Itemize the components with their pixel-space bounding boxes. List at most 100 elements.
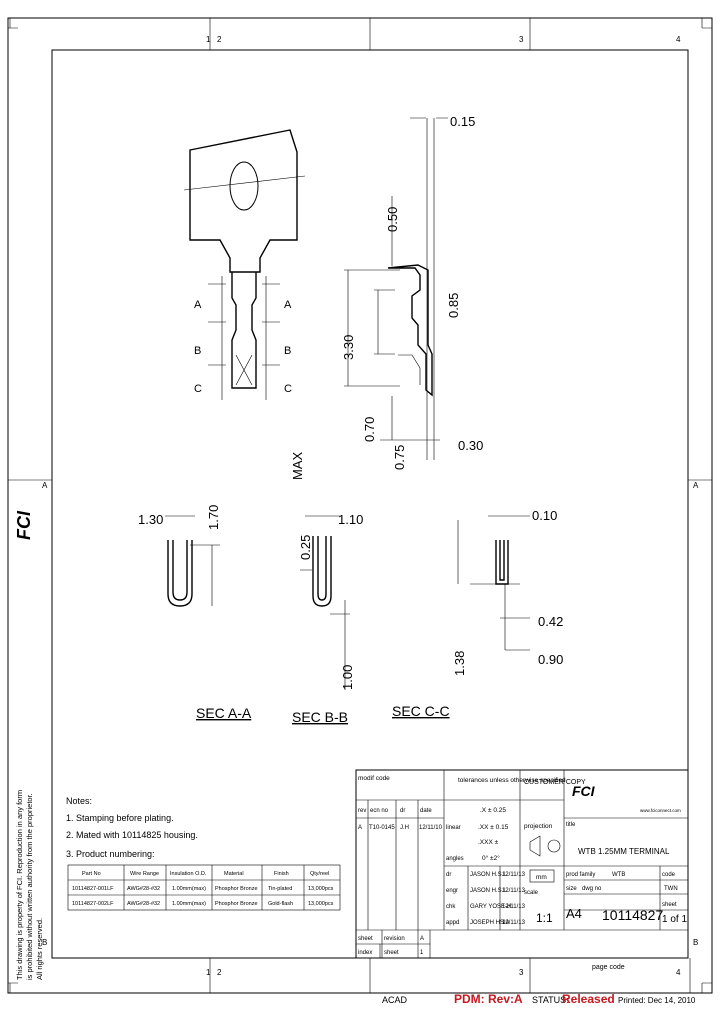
prod-family-label: prod family [566,872,595,878]
r1-material: Phosphor Bronze [215,886,258,892]
sec-b-width: 1.10 [338,512,363,527]
fci-side-logo-text: FCI [14,510,34,540]
profile-dim-lines [344,269,400,387]
sheet-label: sheet [662,902,677,908]
dim-075: 0.75 [392,445,407,470]
fci-side-logo: FCI [14,510,34,540]
sign-appd-name: JOSEPH HSIA [470,920,510,926]
size-value: A4 [566,906,582,921]
rev-head-date: date [420,808,432,814]
zone-a-left: A [42,481,48,490]
section-label-c-left: C [194,383,202,395]
sec-a-dims [165,515,220,606]
dim-015: 0.15 [450,114,475,129]
dim-330: 3.30 [341,335,356,360]
bottom-sheet-label: sheet [358,936,373,942]
note-1: 1. Stamping before plating. [66,813,174,823]
tol-row-3: .XXX ± [478,839,499,846]
terminal-centerline [183,175,306,191]
profile-ext-dim [380,196,440,441]
th-material: Material [224,871,244,877]
terminal-contact [235,354,253,386]
bottom-sheet-label-2: sheet [384,950,399,956]
sec-c-dims [457,515,530,651]
scale-label: scale [524,890,539,896]
corner-marks [8,18,712,993]
zone-2-top: 2 [217,35,222,44]
website: www.fciconnect.com [640,808,681,813]
zone-1-bottom: 1 [206,968,211,977]
modif-code: modif code [358,775,390,782]
r2-material: Phosphor Bronze [215,901,258,907]
sec-b-bottom: 1.00 [340,665,355,690]
th-part: Part No [82,871,101,877]
tolerance-head: tolerances unless otherwise specified [458,777,566,784]
sec-c-profile [495,540,509,585]
tol-angles-label: angles [446,856,464,862]
footer-pdm: PDM: Rev:A [454,992,523,1006]
title-block-grid [356,770,688,958]
title-label: title [566,822,576,828]
sec-a-title: SEC A-A [196,705,252,721]
rev-head-ecn: ecn no [370,808,389,814]
sign-off-rows: dr JASON H.S.L 12/11/13 engr JASON H.S.L… [446,872,526,926]
customer-copy: CUSTOMER COPY [524,779,586,786]
th-finish: Finish [274,871,289,877]
notes-title: Notes: [66,796,92,806]
rev-row-dr: J.H [400,825,409,831]
side-notice-line-2: is prohibited without written authority … [25,793,34,980]
section-guides [221,276,267,400]
sec-a-height: 1.70 [206,505,221,530]
sec-c-dim-a: 0.42 [538,614,563,629]
r1-od: 1.00mm(max) [172,886,206,892]
sec-a-profile [167,540,193,607]
zone-3-bottom: 3 [519,968,524,977]
zone-4-top: 4 [676,35,681,44]
bottom-revision-value: A [420,936,424,942]
bottom-sheet-value: 1 [420,950,424,956]
dwg-label: dwg no [582,886,602,892]
zone-a-right: A [693,481,699,490]
dim-050: 0.50 [385,207,400,232]
sign-dr-label: dr [446,872,451,878]
r1-wire: AWG#28-#32 [127,886,160,892]
sign-dr-name: JASON H.S.L [470,872,507,878]
notes: Notes: 1. Stamping before plating. 2. Ma… [66,796,341,911]
prod-family-value: WTB [612,872,625,878]
projection-cone [529,835,541,857]
rev-head-rev: rev [358,808,366,814]
terminal-side-profile: 0.15 0.50 3.30 0.85 0.70 0.75 0.30 [341,114,483,470]
bottom-revision-label: revision [384,936,405,942]
note-2: 2. Mated with 10114825 housing. [66,830,198,840]
sec-b-profile [312,536,332,607]
sec-c-title: SEC C-C [392,703,450,719]
terminal-crimp-wing [189,129,298,273]
profile-spring [398,354,421,385]
rev-row-ecn: T10-0145 [369,825,395,831]
sign-appd-label: appd [446,920,459,926]
rev-row-rev: A [358,825,362,831]
mm-label: mm [536,874,547,881]
r2-wire: AWG#28-#32 [127,901,160,907]
tol-linear-label: linear [446,825,461,831]
sign-engr-label: engr [446,888,458,894]
tol-row-1: .X ± 0.25 [480,807,506,814]
section-label-b-right: B [284,345,291,357]
zone-1-top: 1 [206,35,211,44]
notes-table-grid [68,865,340,910]
sign-appd-date: 12/11/13 [502,920,526,926]
note-3: 3. Product numbering: [66,849,155,859]
sec-c-thickness: 0.10 [532,508,557,523]
bottom-index-rows: sheet revision A index sheet 1 [358,936,424,956]
footer-status-label: STATUS: [532,995,569,1005]
rev-row-date: 12/11/10 [419,825,443,831]
section-a-a: 1.30 1.70 SEC A-A [138,505,252,721]
profile-ext-lines [426,118,435,460]
zone-ticks [8,18,712,993]
section-c-c: 0.10 0.42 0.90 1.38 SEC C-C [392,508,563,719]
th-qty: Qty/reel [310,871,329,877]
tol-row-2: .XX ± 0.15 [478,824,509,831]
sign-engr-date: 12/11/13 [502,888,526,894]
fci-title-logo: FCI [572,783,596,799]
profile-body [387,264,433,397]
